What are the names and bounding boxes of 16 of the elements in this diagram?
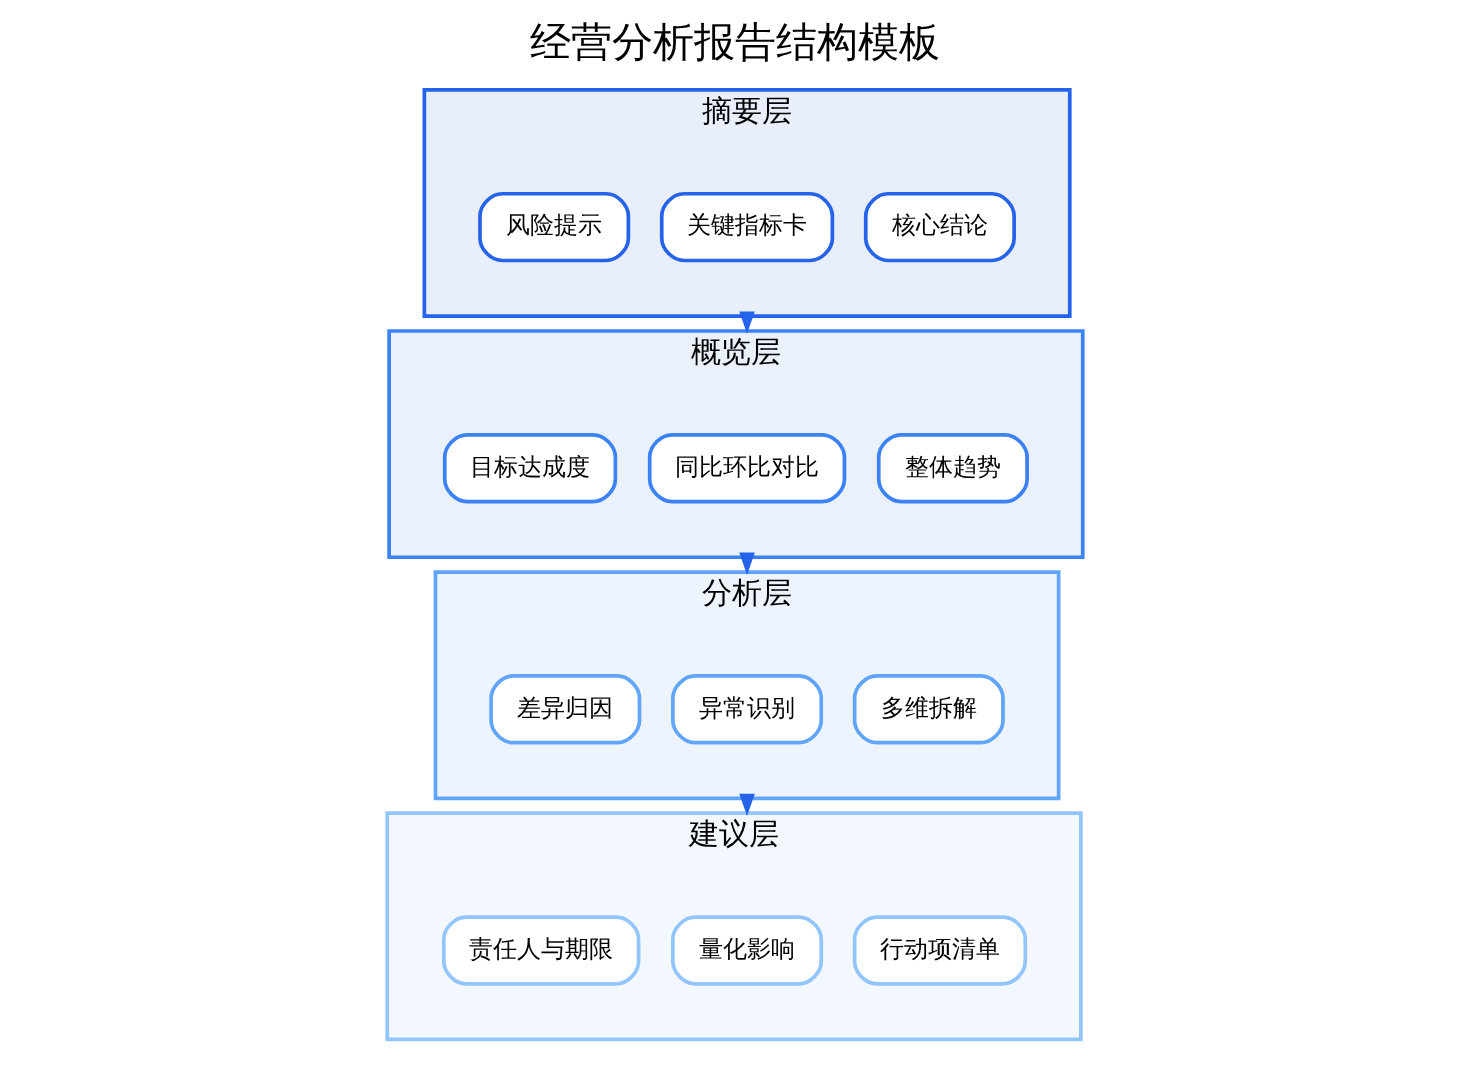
node-box: 异常识别 (671, 674, 824, 745)
node-box: 行动项清单 (852, 915, 1028, 986)
arrow (739, 793, 755, 816)
node-box: 核心结论 (863, 191, 1016, 263)
node-box: 多维拆解 (852, 674, 1005, 745)
node-box: 量化影响 (671, 915, 824, 986)
node-box: 整体趋势 (876, 433, 1029, 504)
node-box: 差异归因 (489, 674, 642, 745)
diagram-title: 经营分析报告结构模板 (530, 17, 940, 66)
node-box: 责任人与期限 (441, 915, 641, 986)
node-box: 目标达成度 (442, 433, 618, 504)
arrow (739, 552, 755, 575)
node-box: 风险提示 (478, 191, 631, 263)
node-box: 同比环比对比 (647, 433, 847, 504)
arrow (739, 311, 755, 334)
node-box: 关键指标卡 (659, 191, 835, 263)
